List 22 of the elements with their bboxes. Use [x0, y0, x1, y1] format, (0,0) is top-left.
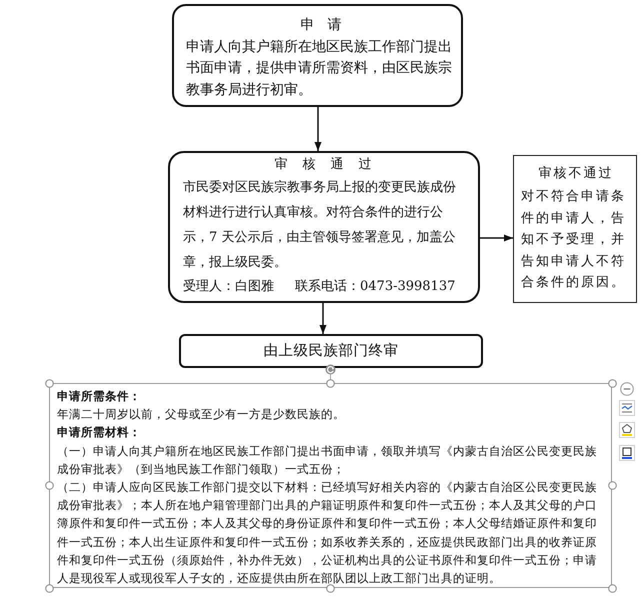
process-box — [168, 151, 480, 303]
arrow — [320, 303, 326, 334]
box-text: 对不符合申请条件的申请人，告知不予受理，并告知申请人不符合条件的原因。 — [521, 188, 627, 292]
section-heading: 申请所需条件： — [57, 388, 142, 405]
process-box — [179, 334, 483, 368]
paragraph: （二）申请人应向区民族工作部门提交以下材料：已经填写好相关内容的《内蒙古自治区公民变更民族成份审批表》；本人所在地户籍管理部门出具的户籍证明原件和复印件一式五份；本人及其父母的户口簿原件和复印件一式五份；本人及其父母的身份证原件和复印件一式五份；本人父母结婚证原件和复印件一式五份；本人出生证原件和复印件一式五份；如系收养关系的，还应提供民政部门出具的收养证原件和复印件一式五份（须原始件，补办件无效），公证机构出具的公证书原件和复印件一式五份；申请人是现役军人或现役军人子女的，还应提供由所在部队团以上政工部门出具的证明。 — [57, 479, 598, 588]
paragraph: 年满二十周岁以前，父母或至少有一方是少数民族的。 — [57, 406, 346, 424]
box-text: 申请人向其户籍所在地区民族工作部门提出书面申请，提供申请所需资料，由区民族宗教事务局进行初审。 — [186, 38, 453, 100]
paragraph: （一）申请人向其户籍所在地区民族工作部门提出书面申请，领取并填写《内蒙古自治区公民变更民族成份审批表》（到当地民族工作部门领取）一式五份； — [57, 442, 598, 478]
process-box — [513, 155, 637, 303]
contact-text: 联系电话：0473-3998137 — [295, 278, 456, 296]
arrow — [480, 234, 513, 242]
box-text: 市民委对区民族宗教事务局上报的变更民族成份材料进行进行认真审核。对符合条件的进行公示，7 天公示后，由主管领导签署意见，加盖公章，报上级民委。 — [183, 179, 457, 272]
arrow — [314, 107, 322, 151]
process-box — [172, 4, 463, 107]
box-heading: 审 核 通 过 — [273, 156, 373, 174]
section-heading: 申请所需材料： — [57, 424, 142, 442]
text-box — [49, 383, 612, 588]
contact-text: 受理人：白图雅 — [183, 278, 274, 296]
box-text: 由上级民族部门终审 — [262, 342, 400, 361]
box-heading: 申 请 — [299, 16, 343, 35]
box-heading: 审核不通过 — [538, 165, 614, 183]
